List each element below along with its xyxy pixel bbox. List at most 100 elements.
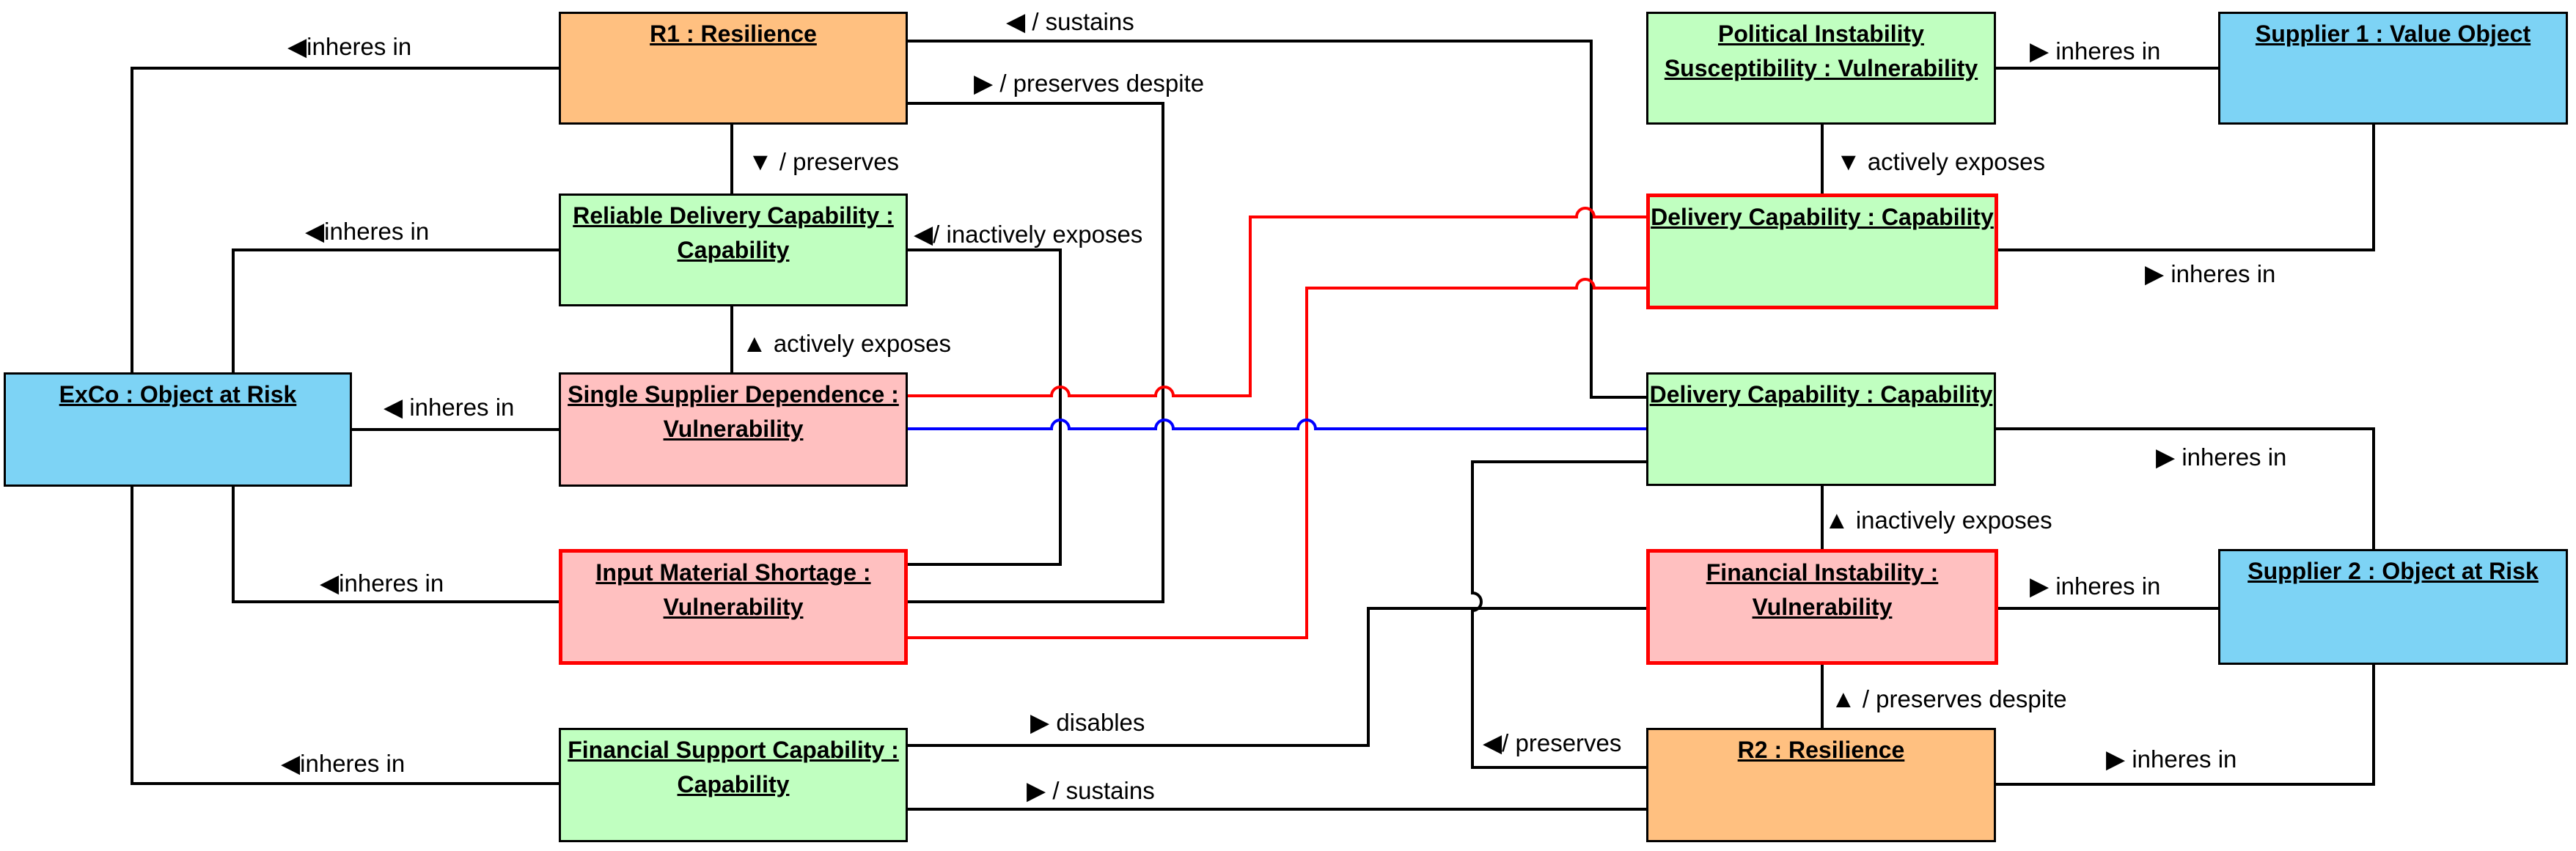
edge-label-sustains: ▶ / sustains [1027, 777, 1155, 805]
edge-label-inactively-exposes: ▲ inactively exposes [1824, 507, 2052, 534]
ssd-dc1-red-link [908, 207, 1646, 397]
node-label: R2 : Resilience [1737, 737, 1905, 763]
supplier-2-object-at-risk-node[interactable]: Supplier 2 : Object at Risk [2218, 549, 2568, 665]
node-label: Delivery Capability : Capability [1649, 381, 1993, 408]
edge-label-preserves: ▼ / preserves [748, 148, 900, 176]
financial-support-capability-node[interactable]: Financial Support Capability : Capabilit… [559, 728, 908, 842]
edge-label-inheres-in: ▶ inheres in [2030, 573, 2160, 600]
dc1-supplier1-link [1998, 125, 2375, 251]
edge-label-inheres-in: ▶ inheres in [2106, 746, 2236, 773]
triangle-left-icon: ◀ [384, 394, 403, 421]
exco-object-at-risk-node[interactable]: ExCo : Object at Risk [4, 372, 352, 487]
edge-label-inheres-in: ◀inheres in [281, 750, 406, 778]
node-label: R1 : Resilience [650, 21, 817, 47]
r1-ims-link [908, 102, 1164, 603]
edge-label-text: inheres in [339, 570, 444, 597]
node-label: Delivery Capability : Capability [1651, 204, 1994, 230]
r1-resilience-node[interactable]: R1 : Resilience [559, 12, 908, 125]
supplier-1-value-object-node[interactable]: Supplier 1 : Value Object [2218, 12, 2568, 125]
triangle-left-icon: ◀ [914, 221, 933, 248]
edge-label-inheres-in: ◀inheres in [320, 570, 444, 597]
edge-label-text: actively exposes [1867, 148, 2045, 175]
fsc-fi-link [908, 607, 1646, 747]
triangle-left-icon: ◀ [1006, 8, 1026, 36]
delivery-capability-1-node[interactable]: Delivery Capability : Capability [1646, 194, 1998, 309]
edge-label-actively-exposes: ▲ actively exposes [742, 330, 951, 358]
node-label: Reliable Delivery Capability : Capabilit… [573, 202, 894, 263]
r2-resilience-node[interactable]: R2 : Resilience [1646, 728, 1996, 842]
ims-dc1-red-link [908, 278, 1646, 639]
triangle-left-icon: ◀ [281, 750, 301, 778]
triangle-right-icon: ▶ [2030, 37, 2050, 65]
triangle-right-icon: ▶ [974, 70, 994, 97]
edge-label-inheres-in: ▶ inheres in [2030, 38, 2160, 65]
triangle-up-icon: ▲ [1831, 685, 1856, 713]
edge-label-text: inheres in [2181, 443, 2287, 471]
political-instability-node[interactable]: Political Instability Susceptibility : V… [1646, 12, 1996, 125]
node-label: Input Material Shortage : Vulnerability [595, 559, 871, 620]
edge-label-text: inheres in [409, 394, 515, 421]
triangle-down-icon: ▼ [748, 148, 773, 176]
node-label: ExCo : Object at Risk [59, 381, 297, 408]
edge-label-text: / preserves [1502, 729, 1622, 756]
r2-supplier2-link [1996, 665, 2375, 786]
edge-label-text: inactively exposes [1855, 506, 2052, 534]
triangle-right-icon: ▶ [1027, 777, 1046, 805]
ssd-dc2-blue-link [908, 419, 1646, 430]
edge-label-text: inheres in [300, 750, 406, 777]
exco-ims-link [232, 487, 559, 603]
triangle-up-icon: ▲ [742, 330, 767, 358]
exco-r1-link [131, 67, 559, 372]
edge-label-inactively-exposes: ◀/ inactively exposes [914, 221, 1142, 248]
edge-label-text: / preserves [779, 148, 900, 175]
edge-label-text: / sustains [1052, 777, 1155, 804]
edge-label-inheres-in: ▶ inheres in [2145, 260, 2276, 288]
ims-rdc-link [908, 248, 1062, 566]
node-label: Financial Instability : Vulnerability [1706, 559, 1939, 620]
edge-label-inheres-in: ◀ inheres in [384, 394, 514, 421]
edge-label-preserves: ◀/ preserves [1483, 729, 1622, 757]
triangle-right-icon: ▶ [1030, 709, 1050, 737]
input-material-shortage-node[interactable]: Input Material Shortage : Vulnerability [559, 549, 908, 665]
triangle-down-icon: ▼ [1836, 148, 1861, 176]
edge-label-text: inheres in [307, 33, 412, 60]
exco-fsc-link [131, 487, 559, 785]
edge-label-disables: ▶ disables [1030, 709, 1145, 737]
triangle-left-icon: ◀ [1483, 729, 1502, 757]
triangle-right-icon: ▶ [2030, 572, 2050, 600]
edge-label-inheres-in: ◀inheres in [287, 33, 412, 61]
triangle-left-icon: ◀ [305, 218, 325, 246]
edge-label-text: inheres in [2170, 260, 2276, 287]
edge-label-preserves-despite: ▶ / preserves despite [974, 70, 1204, 97]
node-label: Supplier 1 : Value Object [2255, 21, 2531, 47]
edge-label-text: / preserves despite [1862, 685, 2067, 712]
edge-label-text: disables [1056, 709, 1145, 736]
edge-label-text: inheres in [324, 218, 430, 245]
edge-label-text: actively exposes [773, 330, 951, 357]
node-label: Financial Support Capability : Capabilit… [568, 737, 899, 797]
exco-rdc-link [232, 248, 559, 372]
edge-label-text: inheres in [2055, 37, 2161, 65]
edge-label-inheres-in: ◀inheres in [305, 218, 430, 246]
edge-label-text: inheres in [2132, 745, 2237, 773]
triangle-up-icon: ▲ [1824, 506, 1849, 534]
edge-label-text: / inactively exposes [933, 221, 1143, 248]
triangle-right-icon: ▶ [2145, 260, 2165, 288]
node-label: Supplier 2 : Object at Risk [2247, 558, 2539, 584]
dc2-supplier2-link [1996, 427, 2375, 549]
edge-label-text: / preserves despite [999, 70, 1205, 97]
reliable-delivery-capability-node[interactable]: Reliable Delivery Capability : Capabilit… [559, 194, 908, 306]
edge-label-text: inheres in [2055, 572, 2161, 600]
edge-label-inheres-in: ▶ inheres in [2156, 444, 2286, 471]
triangle-right-icon: ▶ [2156, 443, 2176, 471]
node-label: Political Instability Susceptibility : V… [1664, 21, 1978, 81]
delivery-capability-2-node[interactable]: Delivery Capability : Capability [1646, 372, 1996, 486]
edge-label-sustains: ◀ / sustains [1006, 8, 1134, 36]
edge-label-text: / sustains [1032, 8, 1134, 35]
r2-dc2-link [1471, 460, 1646, 769]
single-supplier-dependence-node[interactable]: Single Supplier Dependence : Vulnerabili… [559, 372, 908, 487]
node-label: Single Supplier Dependence : Vulnerabili… [568, 381, 899, 442]
edge-label-actively-exposes: ▼ actively exposes [1836, 148, 2045, 176]
financial-instability-node[interactable]: Financial Instability : Vulnerability [1646, 549, 1998, 665]
